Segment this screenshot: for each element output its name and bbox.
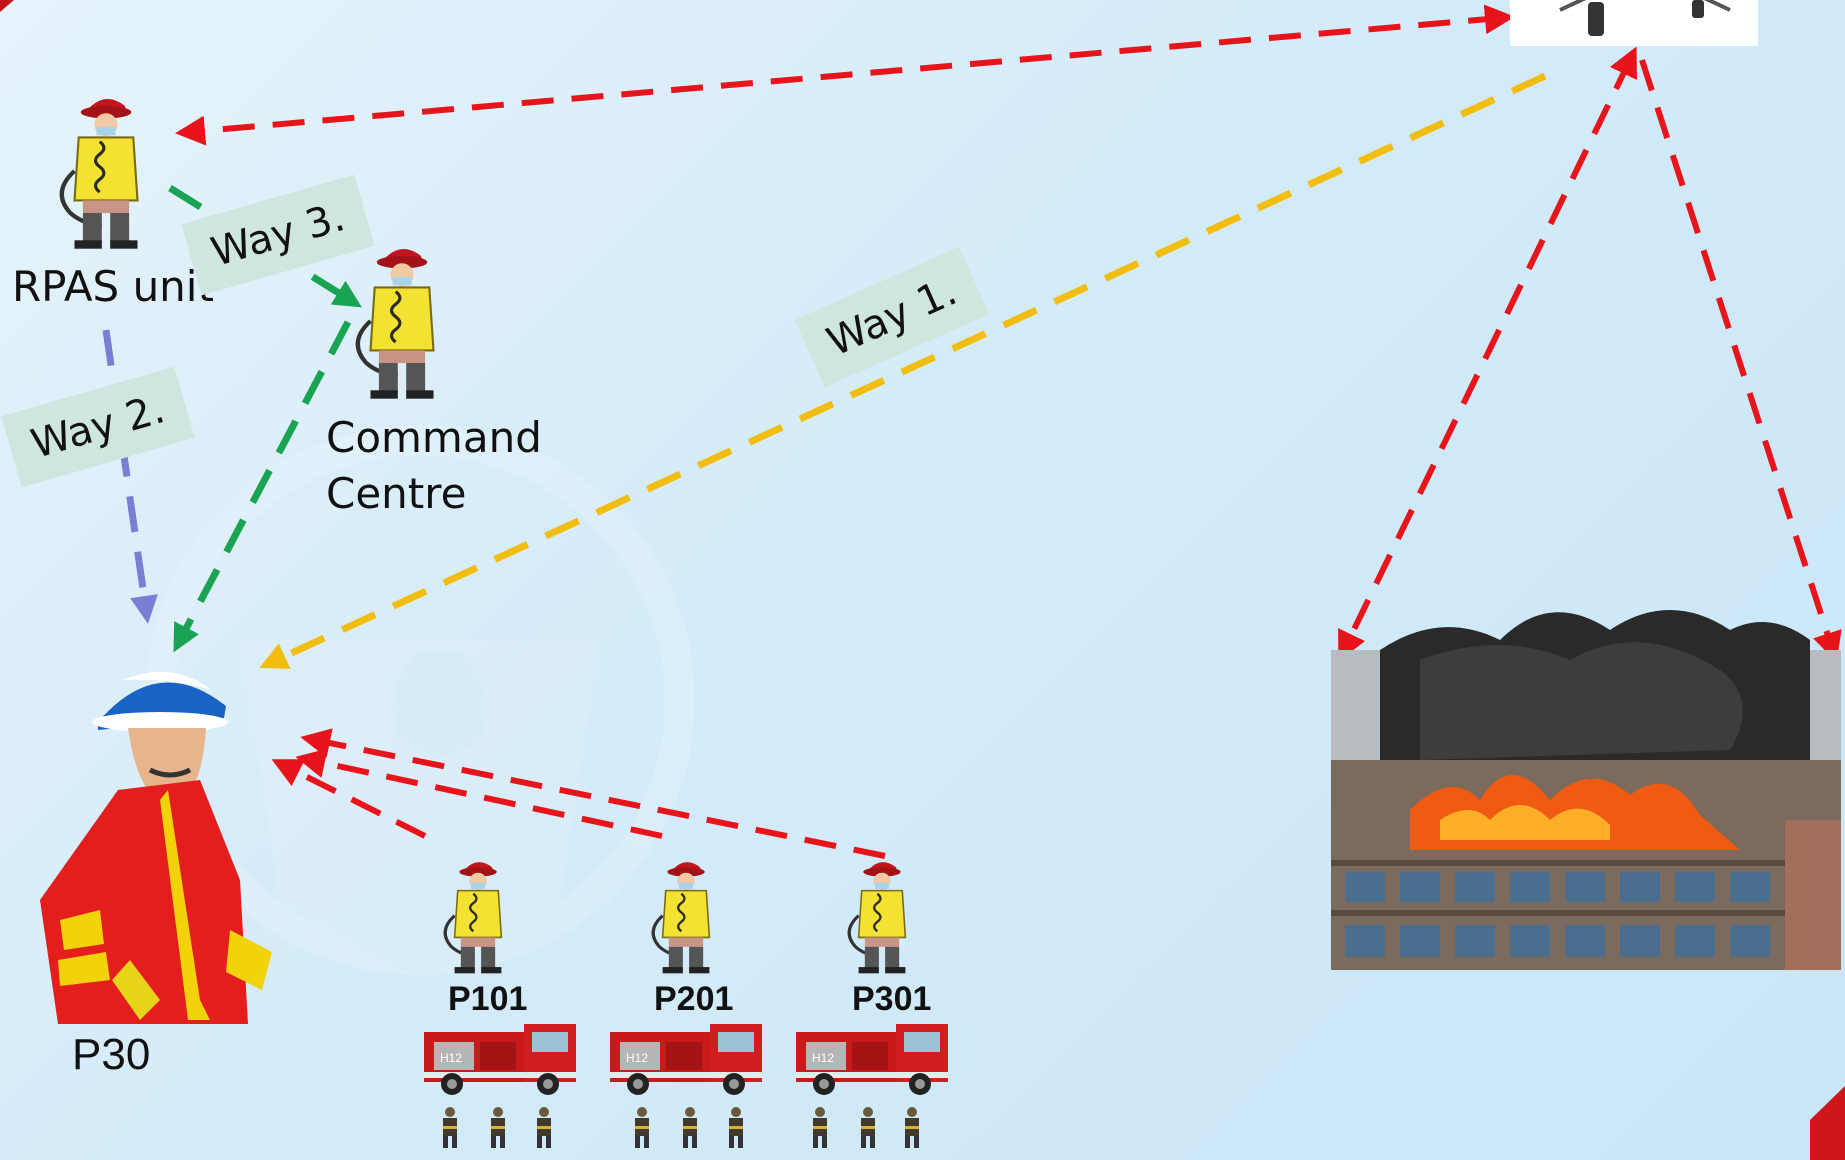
p301-crew-icon — [813, 1107, 919, 1148]
background-emblem-icon — [145, 425, 695, 980]
rpas-unit-label: RPAS unit — [12, 262, 214, 311]
unit-label-p301: P301 — [852, 980, 932, 1018]
unit-label-p101: P101 — [448, 980, 528, 1018]
p101-fire-truck-icon — [424, 1024, 576, 1095]
p301-fire-truck-icon — [796, 1024, 948, 1095]
link-p201-p30 — [295, 748, 663, 839]
drone-icon — [1510, 0, 1758, 46]
rpas-unit-firefighter-icon — [62, 99, 138, 249]
p201-fire-truck-icon — [610, 1024, 762, 1095]
commander-firefighter-icon — [40, 672, 272, 1024]
way3-arrow-to-cc — [168, 185, 362, 308]
p201-crew-icon — [635, 1107, 743, 1148]
p301-firefighter-icon — [847, 860, 907, 975]
p101-crew-icon — [443, 1107, 551, 1148]
link-drone-rpas — [175, 4, 1515, 146]
way1-arrow — [259, 72, 1547, 669]
command-centre-label: Command Centre — [326, 410, 542, 522]
top-left-accent-icon — [0, 0, 14, 12]
unit-label-p201: P201 — [654, 980, 734, 1018]
link-drone-fire-right — [1639, 59, 1842, 663]
commander-label: P30 — [72, 1030, 151, 1079]
command-centre-firefighter-icon — [358, 249, 434, 399]
p201-firefighter-icon — [651, 860, 711, 975]
command-centre-label-line1: Command — [326, 413, 542, 462]
way2-arrow — [102, 329, 158, 624]
corner-accent-icon — [1810, 1086, 1845, 1160]
way3-arrow-to-p30 — [173, 320, 352, 653]
link-drone-fire-left — [1338, 46, 1637, 662]
command-centre-label-line2: Centre — [326, 469, 467, 518]
burning-building-image — [1331, 610, 1841, 970]
